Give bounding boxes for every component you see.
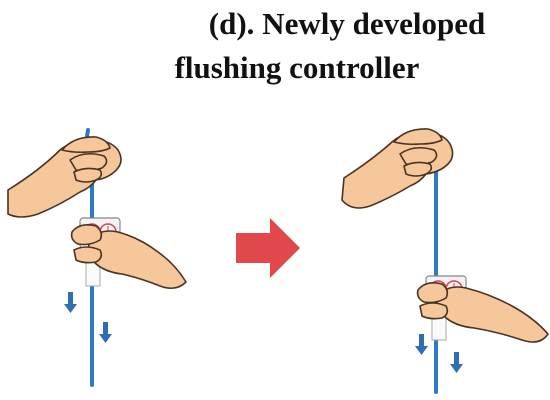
- upper-hand-left: [7, 136, 122, 218]
- right-arrow-icon: [236, 218, 300, 278]
- left-panel: [7, 128, 187, 387]
- right-panel: [341, 128, 549, 394]
- down-arrow-icon: [415, 334, 428, 355]
- down-arrow-icon: [450, 352, 463, 373]
- title-line-1: (d). Newly developed: [208, 6, 486, 41]
- down-arrow-icon: [64, 292, 77, 313]
- lower-hand-right: [416, 282, 549, 343]
- upper-hand-right: [341, 128, 454, 209]
- title-line-2: flushing controller: [174, 50, 420, 85]
- down-arrow-icon: [99, 322, 112, 343]
- lower-hand-left: [70, 224, 187, 290]
